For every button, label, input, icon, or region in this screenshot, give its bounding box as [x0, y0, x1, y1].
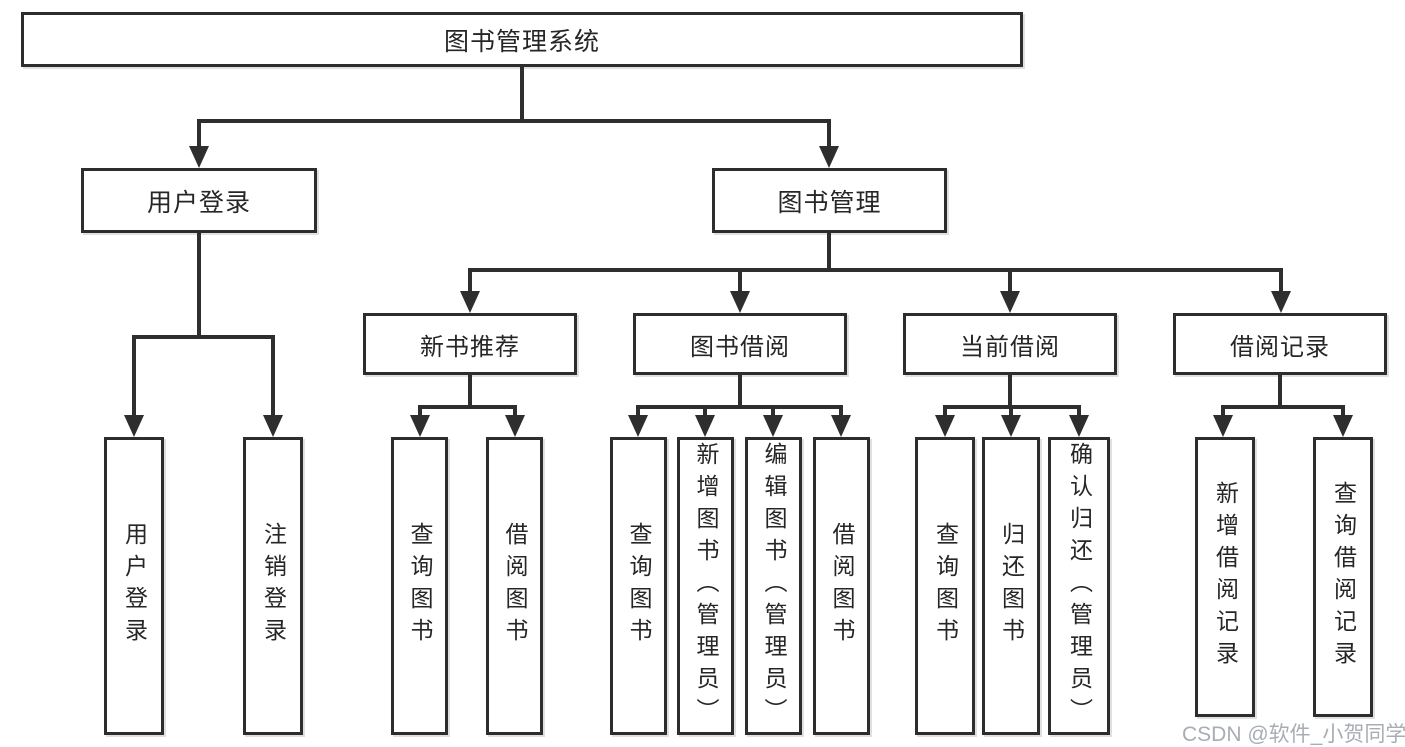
connector-userlogin-stub — [197, 233, 201, 337]
connector-root-stub — [520, 67, 524, 121]
leaf-user-login-label: 用户登录 — [121, 522, 148, 650]
connector-stem-nb-query — [418, 407, 422, 417]
connector-bookborrow-stub — [738, 375, 742, 407]
arrowhead-cb-query — [935, 415, 955, 437]
arrowhead-cb-return — [1001, 415, 1021, 437]
arrowhead-user-login — [189, 146, 209, 168]
connector-stem-borrow-records — [1279, 272, 1283, 291]
connector-newbooks-stub — [468, 375, 472, 407]
connector-stem-bb-edit — [771, 407, 775, 417]
connector-currentborrow-stub — [1008, 375, 1012, 407]
connector-stem-nb-borrow — [513, 407, 517, 417]
node-new-books-label: 新书推荐 — [420, 333, 520, 361]
connector-newbooks-branch — [418, 405, 517, 409]
leaf-bookborrow-borrow: 借阅图书 — [813, 437, 870, 735]
leaf-currentborrow-confirm-label: 确认归还（管理员） — [1066, 442, 1093, 730]
connector-stem-new-books — [468, 272, 472, 291]
node-book-mgmt-label: 图书管理 — [777, 188, 882, 217]
arrowhead-bb-borrow — [831, 415, 851, 437]
leaf-currentborrow-query: 查询图书 — [915, 437, 975, 735]
node-borrow-records: 借阅记录 — [1173, 313, 1387, 375]
connector-stem-leaf-login — [132, 339, 136, 415]
arrowhead-new-books — [460, 291, 480, 313]
connector-stem-book-borrow — [738, 272, 742, 291]
node-borrow-records-label: 借阅记录 — [1230, 333, 1330, 361]
leaf-bookborrow-borrow-label: 借阅图书 — [829, 522, 855, 650]
csdn-watermark: CSDN @软件_小贺同学 — [1182, 723, 1405, 746]
leaf-bookborrow-edit-label: 编辑图书（管理员） — [761, 442, 787, 730]
node-book-borrow: 图书借阅 — [633, 313, 847, 375]
connector-stem-user-login — [197, 121, 201, 147]
leaf-records-add: 新增借阅记录 — [1195, 437, 1255, 717]
leaf-logout-label: 注销登录 — [260, 522, 287, 650]
leaf-newbooks-query-label: 查询图书 — [407, 522, 433, 650]
leaf-user-login: 用户登录 — [104, 437, 164, 735]
arrowhead-bb-query — [628, 415, 648, 437]
connector-borrowrecords-stub — [1278, 375, 1282, 407]
node-user-login: 用户登录 — [81, 168, 317, 233]
arrowhead-cb-confirm — [1069, 415, 1089, 437]
connector-bookmgmt-branch — [468, 268, 1283, 272]
node-current-borrow: 当前借阅 — [903, 313, 1117, 375]
arrowhead-current-borrow — [1000, 291, 1020, 313]
arrowhead-borrow-records — [1271, 291, 1291, 313]
connector-stem-current-borrow — [1008, 272, 1012, 291]
connector-stem-cb-confirm — [1077, 407, 1081, 417]
node-book-mgmt: 图书管理 — [712, 168, 947, 233]
leaf-currentborrow-return-label: 归还图书 — [998, 522, 1025, 650]
leaf-records-query-label: 查询借阅记录 — [1330, 481, 1357, 673]
connector-stem-bb-query — [636, 407, 640, 417]
arrowhead-bb-add — [695, 415, 715, 437]
arrowhead-br-query — [1333, 415, 1353, 437]
connector-stem-book-mgmt — [827, 121, 831, 147]
arrowhead-nb-borrow — [505, 415, 525, 437]
connector-root-branch — [197, 119, 831, 123]
arrowhead-leaf-login — [124, 415, 144, 437]
arrowhead-nb-query — [410, 415, 430, 437]
leaf-records-query: 查询借阅记录 — [1313, 437, 1373, 717]
leaf-newbooks-query: 查询图书 — [391, 437, 448, 735]
arrowhead-book-mgmt — [819, 146, 839, 168]
connector-bookborrow-branch — [636, 405, 843, 409]
connector-stem-bb-add — [703, 407, 707, 417]
connector-bookmgmt-stub — [827, 233, 831, 270]
leaf-newbooks-borrow-label: 借阅图书 — [502, 522, 528, 650]
node-user-login-label: 用户登录 — [146, 188, 251, 217]
connector-userlogin-branch — [132, 335, 275, 339]
connector-stem-cb-return — [1009, 407, 1013, 417]
node-current-borrow-label: 当前借阅 — [960, 333, 1060, 361]
arrowhead-br-add — [1213, 415, 1233, 437]
leaf-currentborrow-return: 归还图书 — [982, 437, 1040, 735]
arrowhead-bb-edit — [763, 415, 783, 437]
node-new-books: 新书推荐 — [363, 313, 577, 375]
leaf-bookborrow-edit: 编辑图书（管理员） — [745, 437, 802, 735]
connector-stem-br-add — [1221, 407, 1225, 417]
connector-stem-br-query — [1341, 407, 1345, 417]
leaf-currentborrow-query-label: 查询图书 — [932, 522, 959, 650]
connector-stem-cb-query — [943, 407, 947, 417]
leaf-bookborrow-query-label: 查询图书 — [626, 522, 652, 650]
leaf-logout: 注销登录 — [243, 437, 303, 735]
arrowhead-leaf-logout — [263, 415, 283, 437]
connector-stem-leaf-logout — [271, 339, 275, 415]
connector-borrowrecords-branch — [1221, 405, 1345, 409]
leaf-records-add-label: 新增借阅记录 — [1212, 481, 1239, 673]
node-root: 图书管理系统 — [21, 12, 1023, 67]
leaf-bookborrow-add-label: 新增图书（管理员） — [693, 442, 719, 730]
node-book-borrow-label: 图书借阅 — [690, 333, 790, 361]
connector-stem-bb-borrow — [839, 407, 843, 417]
arrowhead-book-borrow — [730, 291, 750, 313]
node-root-label: 图书管理系统 — [443, 27, 600, 56]
leaf-bookborrow-add: 新增图书（管理员） — [677, 437, 734, 735]
leaf-bookborrow-query: 查询图书 — [610, 437, 667, 735]
leaf-currentborrow-confirm: 确认归还（管理员） — [1048, 437, 1110, 735]
leaf-newbooks-borrow: 借阅图书 — [486, 437, 543, 735]
